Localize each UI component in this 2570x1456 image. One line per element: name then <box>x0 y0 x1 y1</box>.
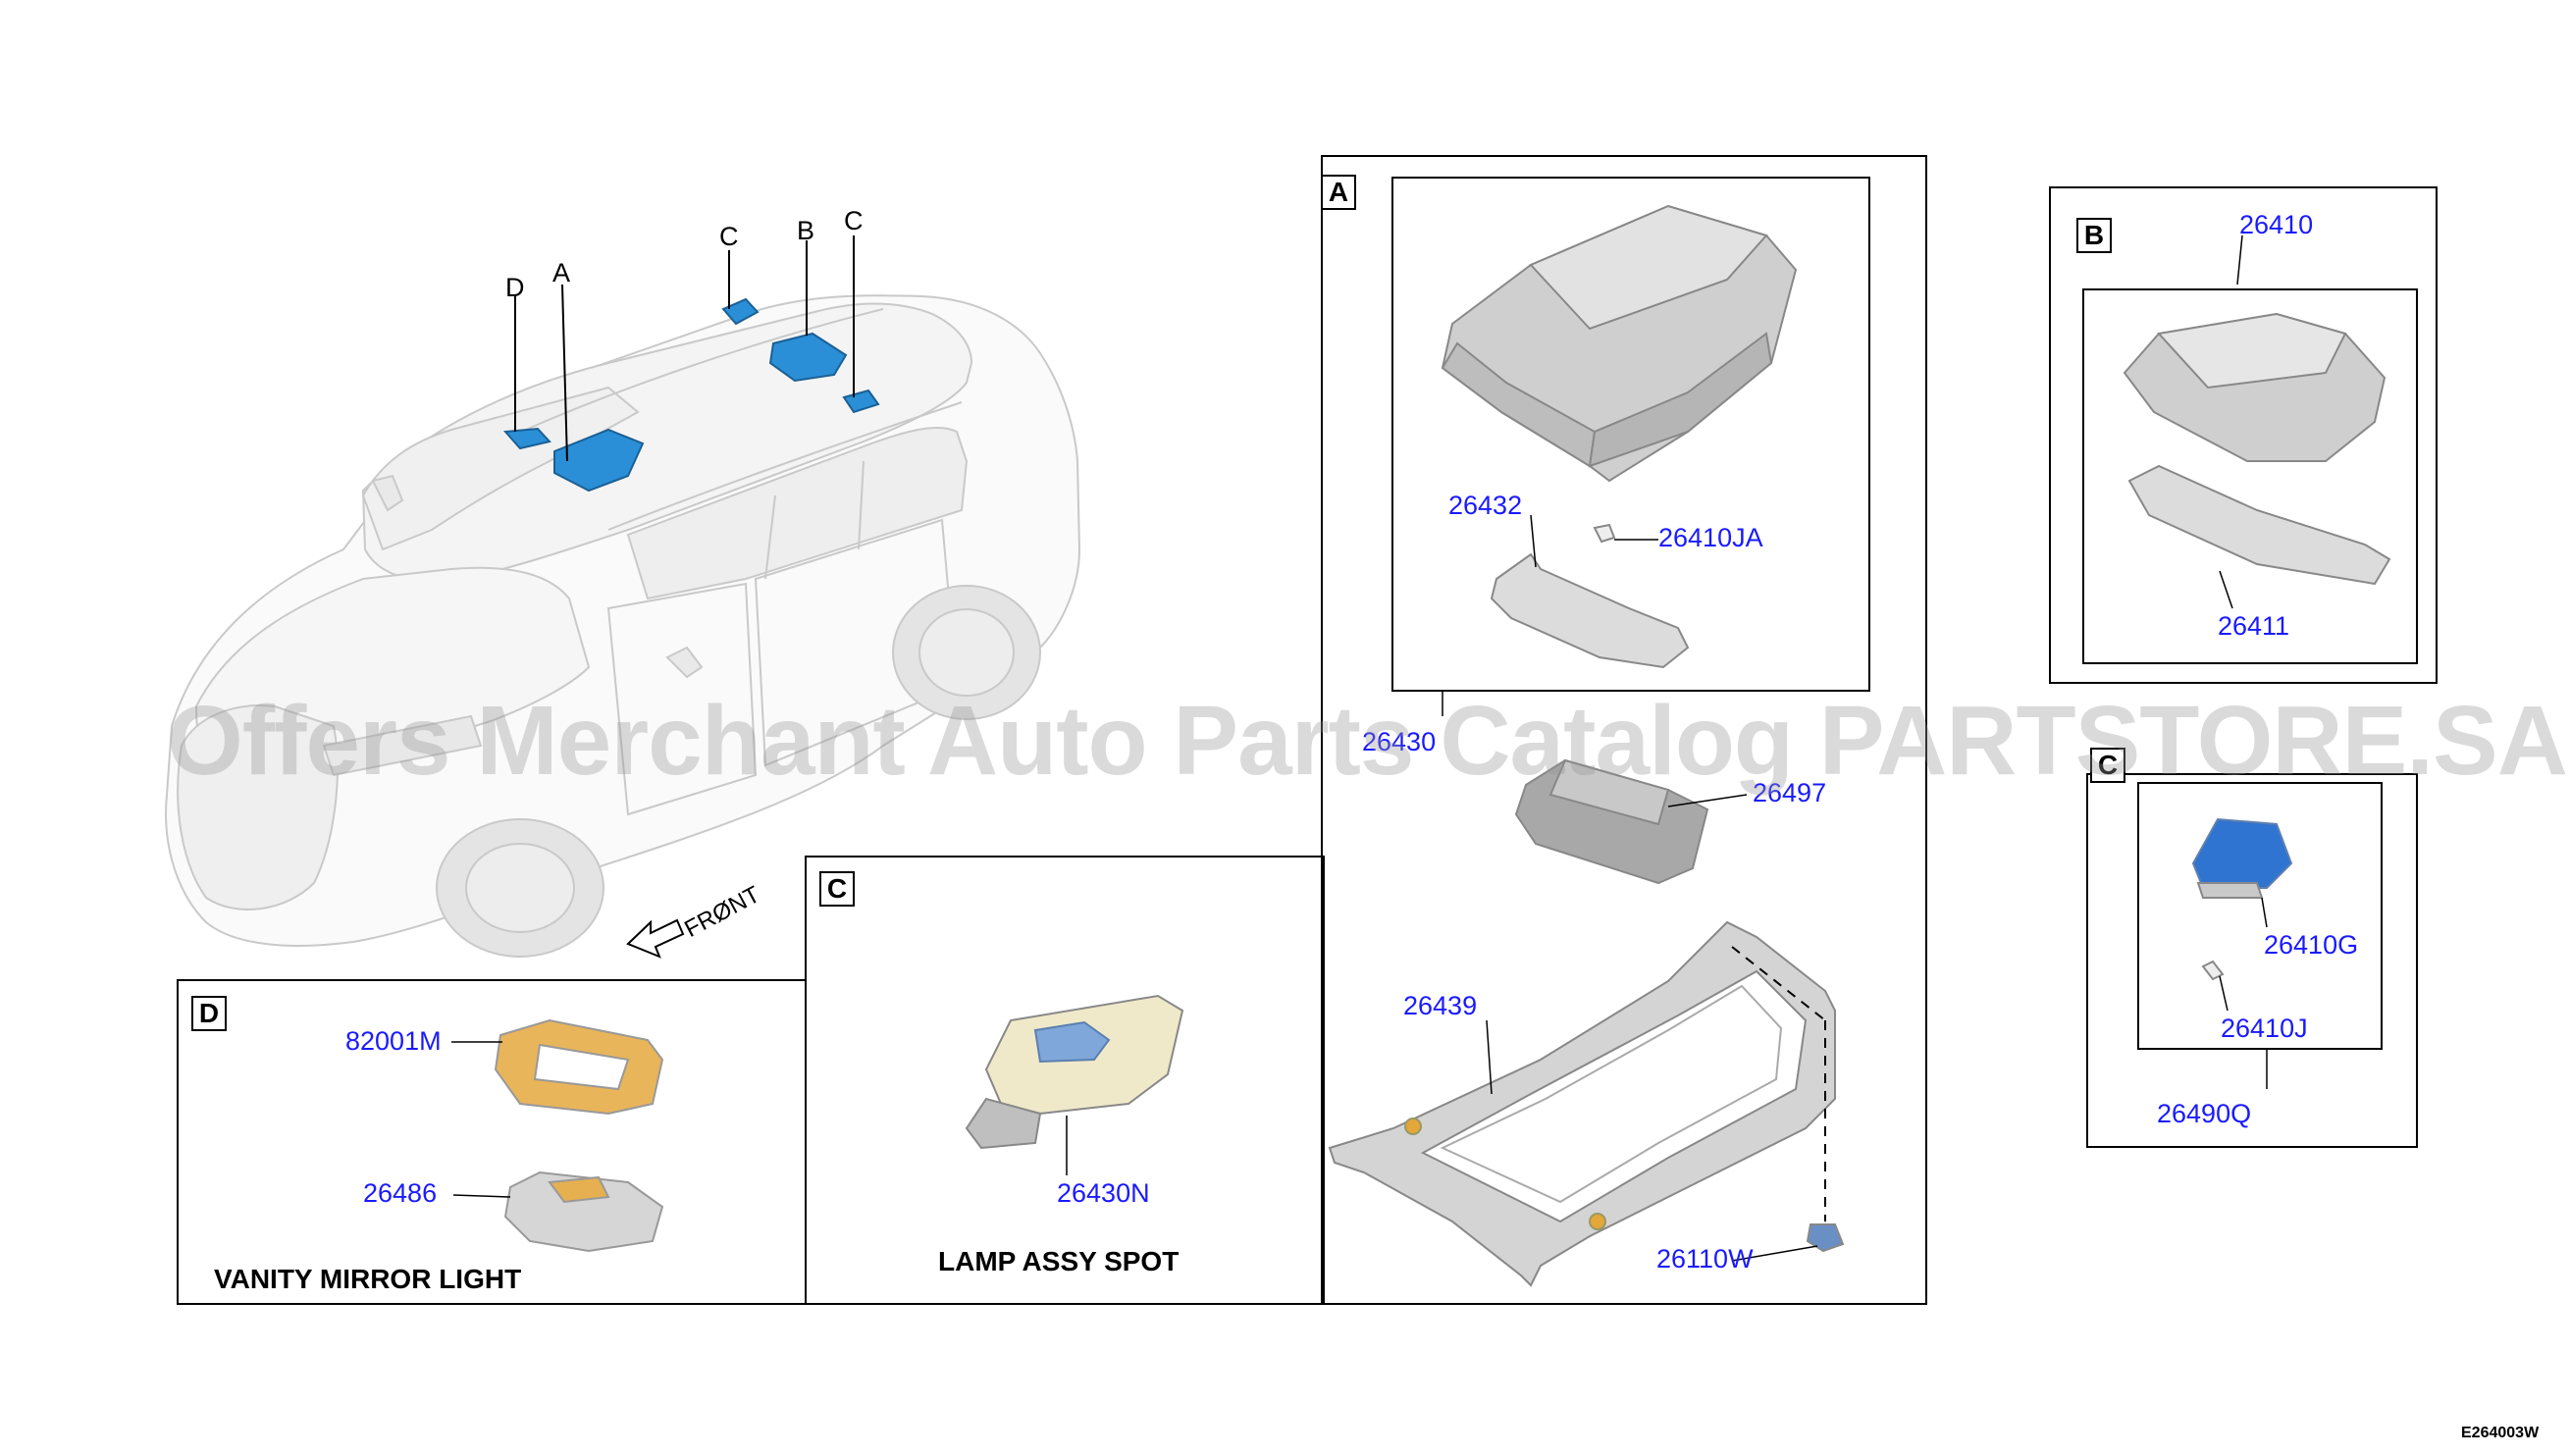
part-number[interactable]: 26410J <box>2221 1014 2308 1043</box>
diagram-code: E264003W <box>2461 1425 2540 1441</box>
part-number[interactable]: 26430 <box>1362 727 1437 756</box>
panel-d <box>177 979 807 1305</box>
roof-lamp-highlights <box>502 297 880 493</box>
panel-b-inset <box>2082 288 2418 664</box>
panel-leader-lines <box>451 234 2268 1262</box>
panel-b-artwork <box>2123 312 2391 586</box>
front-arrow <box>626 918 685 959</box>
panel-b <box>2049 186 2438 684</box>
car-label-d: D <box>505 273 525 302</box>
panel-d-artwork <box>494 1018 664 1253</box>
part-number[interactable]: 26439 <box>1403 991 1478 1020</box>
car-label-c-rear: C <box>844 206 864 235</box>
part-number[interactable]: 26410 <box>2239 210 2314 239</box>
panel-b-tag: B <box>2076 218 2112 253</box>
car-label-a: A <box>552 258 571 287</box>
watermark: Offers Merchant Auto Parts Catalog PARTS… <box>167 686 2568 796</box>
part-number[interactable]: 26411 <box>2218 611 2290 641</box>
panel-d-tag: D <box>191 996 227 1031</box>
panel-c-right-tag: C <box>2090 748 2125 783</box>
panel-d-caption: VANITY MIRROR LIGHT <box>214 1264 522 1294</box>
part-number[interactable]: 26490Q <box>2157 1099 2252 1128</box>
part-number[interactable]: 26430N <box>1057 1178 1150 1208</box>
part-number[interactable]: 26432 <box>1448 491 1523 520</box>
part-number[interactable]: 82001M <box>345 1026 442 1056</box>
panel-c <box>805 856 1325 1305</box>
car-label-b: B <box>797 216 815 245</box>
part-number[interactable]: 26486 <box>363 1178 438 1208</box>
panel-a-tag: A <box>1321 175 1356 210</box>
panel-c-caption: LAMP ASSY SPOT <box>938 1246 1180 1276</box>
part-number[interactable]: 26410G <box>2264 930 2359 960</box>
panel-a-inset <box>1391 177 1870 692</box>
panel-c-right <box>2086 773 2418 1148</box>
part-number[interactable]: 26110W <box>1656 1244 1754 1274</box>
car-leader-lines <box>514 235 855 462</box>
car-label-c-front: C <box>719 222 739 251</box>
panel-a-artwork <box>1328 204 1845 1287</box>
panel-c-tag: C <box>819 871 855 907</box>
panel-c-artwork <box>965 994 1184 1150</box>
part-number[interactable]: 26410JA <box>1658 523 1763 552</box>
panel-c-right-inset <box>2137 782 2383 1050</box>
panel-a <box>1321 155 1927 1305</box>
part-number[interactable]: 26497 <box>1753 778 1827 807</box>
